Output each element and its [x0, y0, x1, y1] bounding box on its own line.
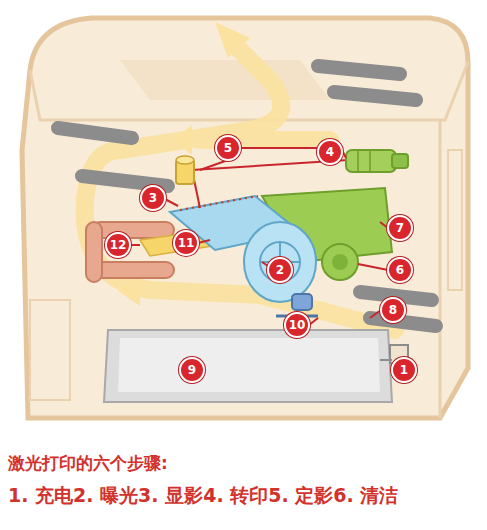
callout-number: 2: [267, 257, 293, 283]
callout-number: 7: [387, 215, 413, 241]
callout-number: 5: [215, 135, 241, 161]
housing-panel: [30, 300, 70, 400]
callout-number: 9: [179, 357, 205, 383]
callout-number: 4: [317, 139, 343, 165]
paper-tray: [104, 330, 392, 402]
paper-stack: [118, 338, 380, 392]
housing-edge: [439, 120, 442, 418]
diagram-caption: 1. 充电2. 曝光3. 显影4. 转印5. 定影6. 清洁: [8, 483, 398, 509]
developer-roller: [332, 254, 348, 270]
callout-number: 1: [391, 357, 417, 383]
diagram-title: 激光打印的六个步骤:: [8, 452, 168, 475]
housing-panel: [448, 150, 462, 290]
callout-number: 11: [173, 230, 199, 256]
callout-number: 6: [387, 257, 413, 283]
leader-line: [130, 148, 388, 325]
developer-roller: [322, 244, 358, 280]
callout-number: 10: [284, 312, 310, 338]
laser-unit: [346, 150, 408, 172]
drum-hub: [260, 242, 300, 282]
output-tray: [120, 60, 330, 100]
roller: [58, 66, 436, 326]
printer-housing: [22, 18, 468, 418]
photo-drum: [244, 222, 316, 302]
callout-number: 3: [140, 185, 166, 211]
callout-number: 12: [105, 232, 131, 258]
callout-number: 8: [380, 297, 406, 323]
laser-dots: [180, 196, 258, 210]
mirror: [176, 156, 194, 184]
